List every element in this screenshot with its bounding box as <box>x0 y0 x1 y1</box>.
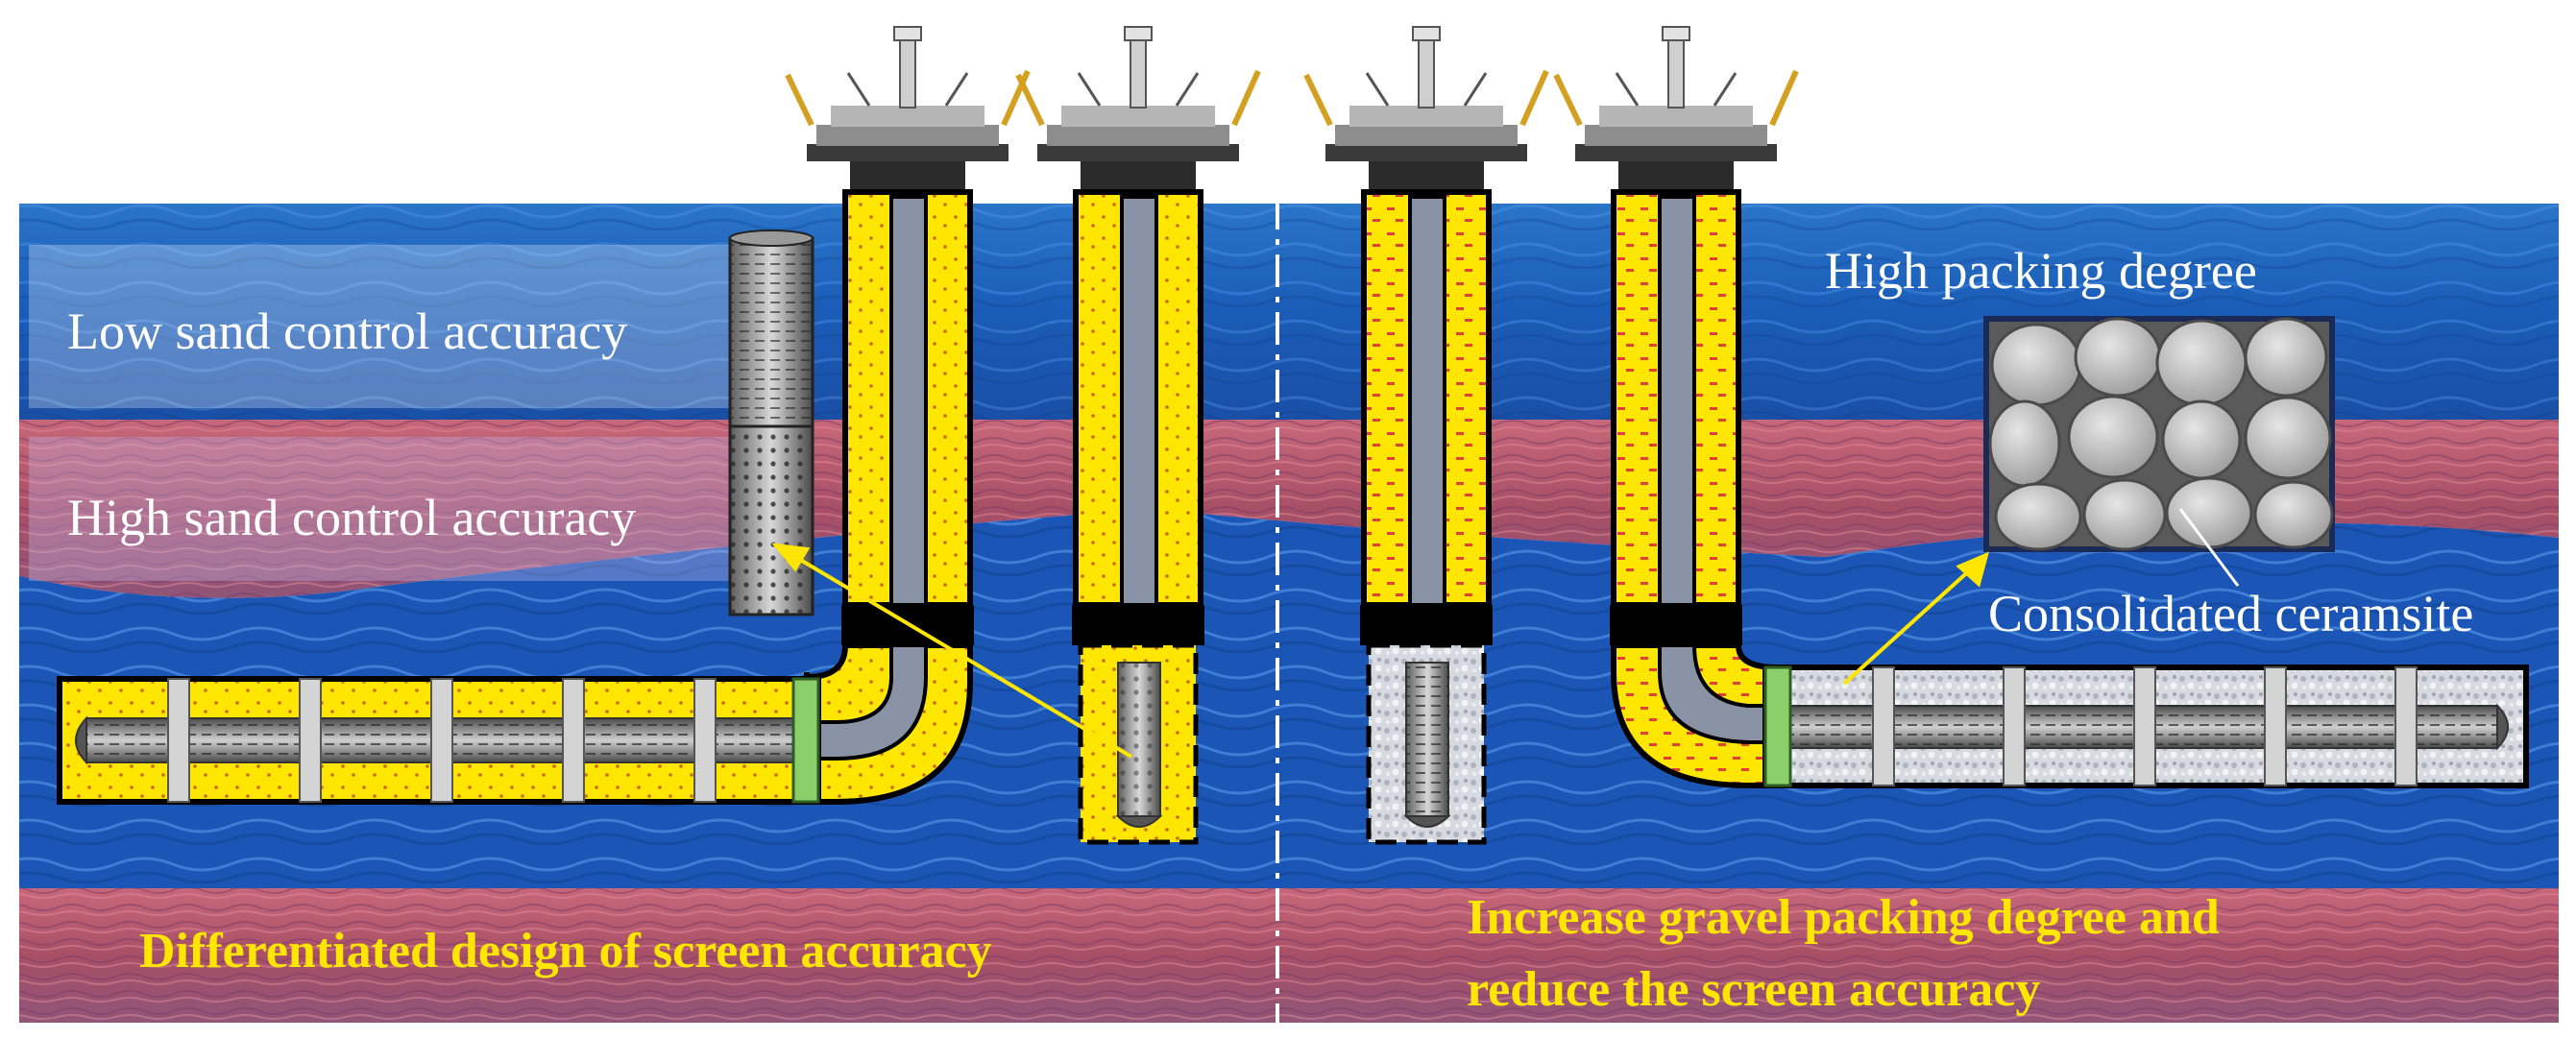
right-caption-line-1: Increase gravel packing degree and <box>1467 890 2220 945</box>
well-2-screen-perf <box>1118 663 1160 816</box>
pebbles <box>1988 317 2334 551</box>
well-2-tubing <box>1120 195 1158 607</box>
ceramsite-pointer <box>2178 508 2240 587</box>
arrow-left <box>771 543 1133 759</box>
well-2 <box>1072 189 1204 845</box>
well-4-centralizers <box>1872 666 2418 786</box>
well-2-screen-nose <box>1115 815 1163 828</box>
well-3-packer <box>1360 605 1493 645</box>
screen-closeup <box>728 230 814 616</box>
high-accuracy-band <box>29 437 759 581</box>
well-4-screen-nose <box>2496 703 2509 751</box>
arrow-right <box>1842 551 1989 686</box>
well-1-centralizers <box>167 678 717 803</box>
sky-background <box>0 0 2576 204</box>
low-accuracy-band <box>29 245 759 408</box>
well-1 <box>57 189 974 805</box>
right-caption-line-2: reduce the screen accuracy <box>1467 962 2041 1017</box>
upper-red-formation-texture <box>19 420 2559 598</box>
well-4-tubing <box>1658 195 1696 607</box>
well-1-hanger <box>791 677 820 804</box>
lower-red-formation-texture <box>19 888 2559 1023</box>
offshore-platform-icon <box>785 26 1031 194</box>
consolidated-label: Consolidated ceramsite <box>1988 585 2474 642</box>
packing-inset <box>1983 316 2335 587</box>
well-4-hanger <box>1763 665 1792 787</box>
well-3-tubing <box>1408 195 1446 607</box>
well-2-packer <box>1072 605 1204 645</box>
well-3 <box>1360 189 1493 845</box>
well-3-screen-nose <box>1403 815 1451 828</box>
left-caption: Differentiated design of screen accuracy <box>139 924 992 979</box>
offshore-platform-icon <box>1303 26 1549 194</box>
high-accuracy-label: High sand control accuracy <box>67 489 637 546</box>
well-4 <box>1610 189 2529 788</box>
offshore-platform-icon <box>1015 26 1261 194</box>
well-4-packer <box>1610 605 1742 645</box>
well-1-bend-tubing <box>805 643 928 761</box>
well-1-screen-nose <box>75 715 87 765</box>
well-3-screen-slots <box>1406 663 1448 816</box>
low-accuracy-label: Low sand control accuracy <box>67 302 628 360</box>
offshore-platform-icon <box>1553 26 1799 194</box>
well-1-tubing <box>889 195 928 607</box>
high-packing-label: High packing degree <box>1825 242 2257 300</box>
